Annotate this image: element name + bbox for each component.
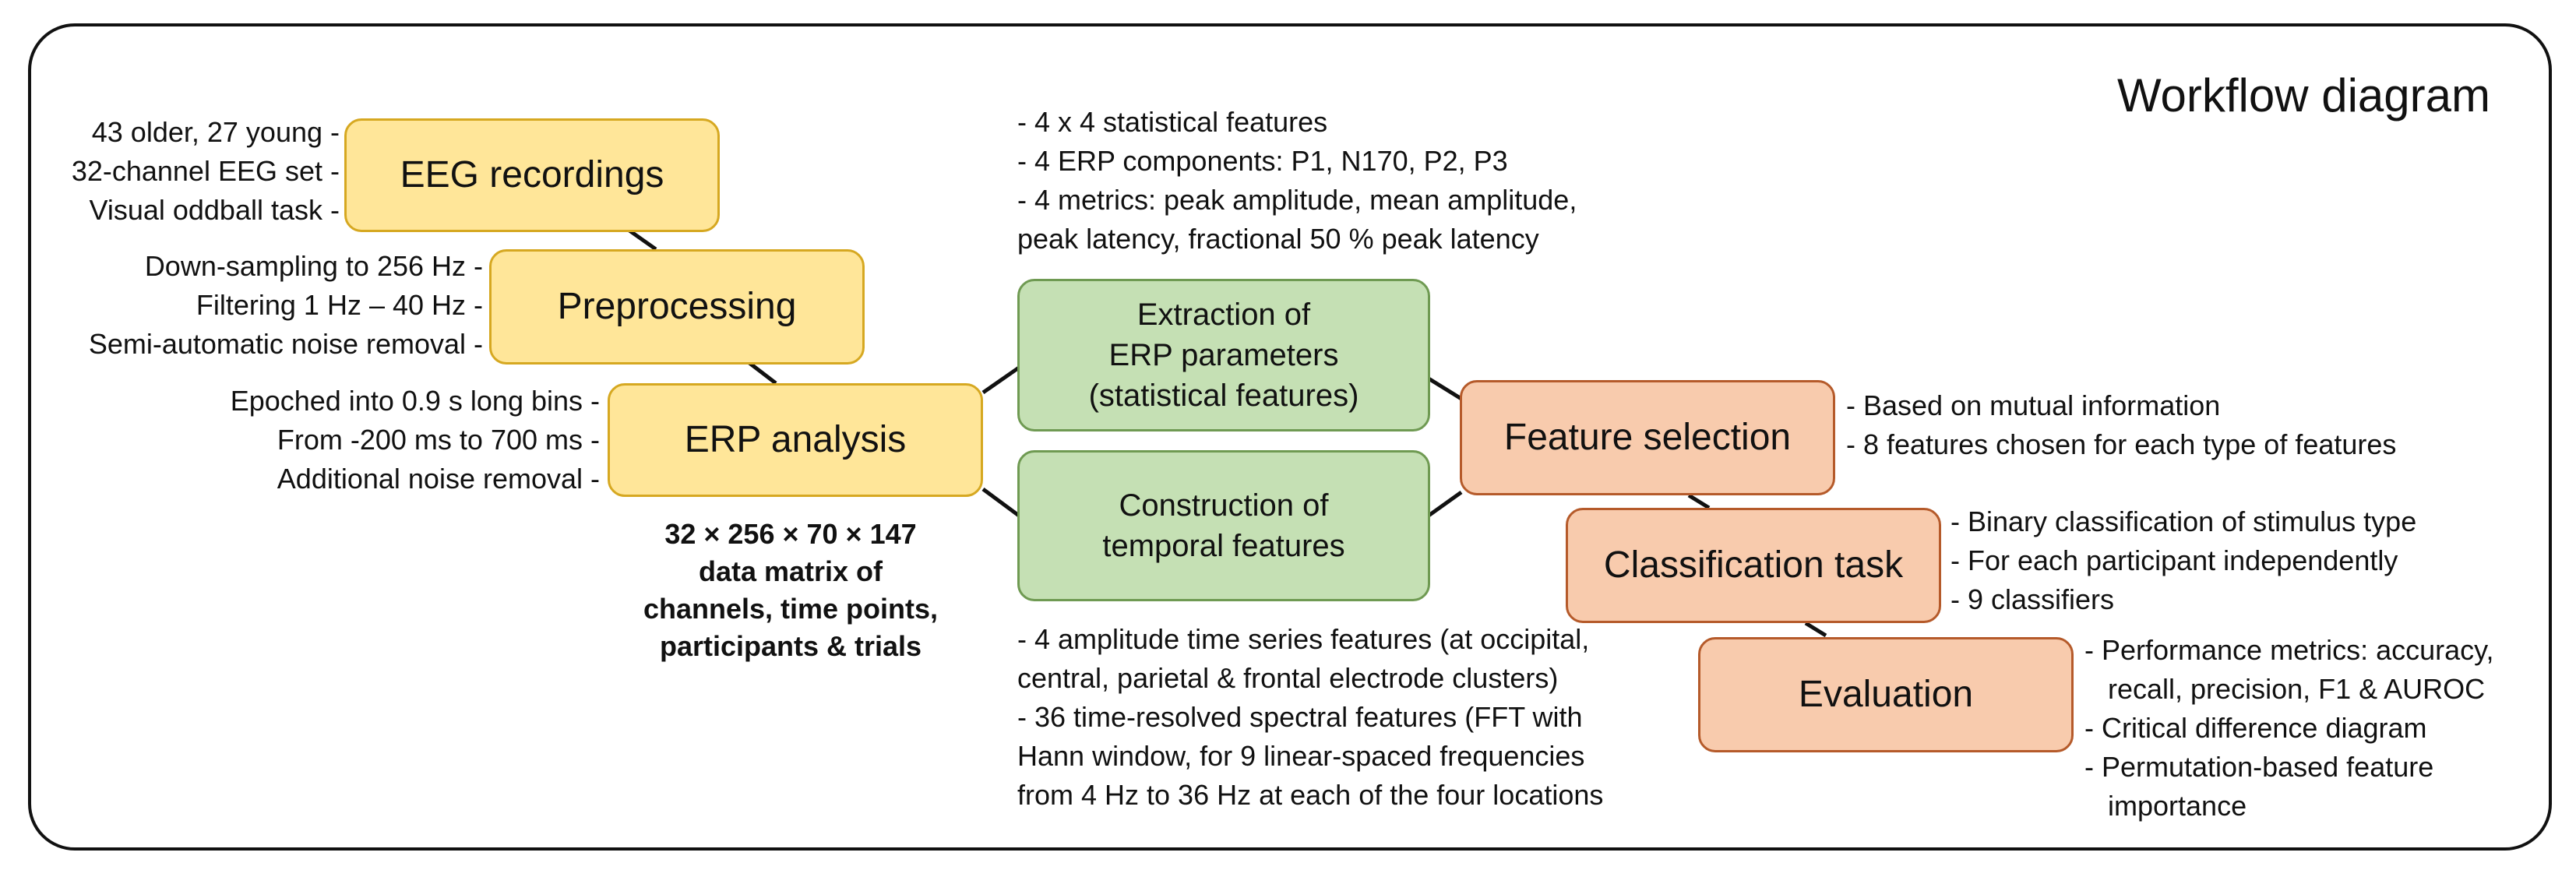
evaluation-notes: - Performance metrics: accuracy, recall,… xyxy=(2084,631,2493,826)
note-line: from 4 Hz to 36 Hz at each of the four l… xyxy=(1017,779,1604,811)
note-line: 43 older, 27 young - xyxy=(91,116,340,148)
construction-label-line: temporal features xyxy=(1102,529,1345,563)
extraction-label-line: (statistical features) xyxy=(1088,379,1359,413)
link-classification-evaluation xyxy=(1804,621,1827,638)
note-line: Hann window, for 9 linear-spaced frequen… xyxy=(1017,740,1585,772)
note-line: - 4 ERP components: P1, N170, P2, P3 xyxy=(1017,145,1508,177)
note-line: - 4 metrics: peak amplitude, mean amplit… xyxy=(1017,184,1577,216)
note-line: peak latency, fractional 50 % peak laten… xyxy=(1017,223,1539,255)
feature-selection-node: Feature selection xyxy=(1460,380,1835,495)
note-line: - 4 x 4 statistical features xyxy=(1017,106,1328,138)
link-selection-classification xyxy=(1687,493,1711,510)
note-line: Semi-automatic noise removal - xyxy=(88,328,483,360)
data-matrix-description: 32 × 256 × 70 × 147 data matrix of channel… xyxy=(608,516,974,665)
note-line: - Performance metrics: accuracy, xyxy=(2084,634,2494,666)
eeg-recordings-node: EEG recordings xyxy=(344,118,720,232)
eeg-recordings-label: EEG recordings xyxy=(400,153,664,195)
evaluation-label: Evaluation xyxy=(1798,673,1974,715)
matrix-line: participants & trials xyxy=(659,630,922,662)
link-eeg-preprocessing xyxy=(628,228,657,252)
note-line: - Based on mutual information xyxy=(1846,389,2221,421)
preprocessing-notes: Down-sampling to 256 Hz - Filtering 1 Hz … xyxy=(89,247,483,364)
construction-label-line: Construction of xyxy=(1119,488,1329,523)
extraction-label-line: ERP parameters xyxy=(1108,338,1339,372)
evaluation-node: Evaluation xyxy=(1698,637,2074,752)
note-line: - Critical difference diagram xyxy=(2084,712,2427,744)
extraction-node: Extraction of ERP parameters (statistica… xyxy=(1017,279,1430,431)
note-line: - 4 amplitude time series features (at o… xyxy=(1017,623,1590,655)
classification-notes: - Binary classification of stimulus type… xyxy=(1951,502,2416,619)
matrix-line: data matrix of xyxy=(698,555,883,587)
feature-selection-notes: - Based on mutual information - 8 feature… xyxy=(1846,386,2396,464)
note-line: - For each participant independently xyxy=(1951,544,2398,576)
note-line: 32-channel EEG set - xyxy=(71,155,340,187)
extraction-label-line: Extraction of xyxy=(1136,298,1311,332)
preprocessing-label: Preprocessing xyxy=(557,285,797,327)
matrix-line: 32 × 256 × 70 × 147 xyxy=(664,518,917,550)
link-construction-selection xyxy=(1427,490,1463,518)
note-line: - 8 features chosen for each type of fea… xyxy=(1846,428,2397,460)
note-line: central, parietal & frontal electrode cl… xyxy=(1017,662,1559,694)
link-preprocessing-erp xyxy=(748,361,777,385)
matrix-line: channels, time points, xyxy=(643,593,939,625)
note-line: Additional noise removal - xyxy=(277,463,600,495)
erp-analysis-node: ERP analysis xyxy=(608,383,983,497)
link-erp-construction xyxy=(981,487,1020,518)
note-line: importance xyxy=(2084,790,2247,822)
note-line: - Permutation-based feature xyxy=(2084,751,2434,783)
link-erp-extraction xyxy=(981,365,1020,395)
extraction-notes: - 4 x 4 statistical features - 4 ERP comp… xyxy=(1017,103,1577,259)
erp-analysis-label: ERP analysis xyxy=(684,418,907,460)
note-line: recall, precision, F1 & AUROC xyxy=(2084,673,2486,705)
construction-notes: - 4 amplitude time series features (at o… xyxy=(1017,620,1603,815)
note-line: - 9 classifiers xyxy=(1951,583,2115,615)
note-line: From -200 ms to 700 ms - xyxy=(277,424,600,456)
classification-node: Classification task xyxy=(1566,508,1941,623)
classification-label: Classification task xyxy=(1603,544,1904,586)
note-line: Epoched into 0.9 s long bins - xyxy=(230,385,600,417)
note-line: - 36 time-resolved spectral features (FF… xyxy=(1017,701,1583,733)
diagram-frame xyxy=(28,23,2552,851)
construction-node: Construction of temporal features xyxy=(1017,450,1430,601)
preprocessing-node: Preprocessing xyxy=(489,249,865,365)
diagram-title: Workflow diagram xyxy=(2116,69,2490,122)
erp-analysis-notes: Epoched into 0.9 s long bins - From -200 … xyxy=(231,382,600,498)
note-line: - Binary classification of stimulus type xyxy=(1951,505,2417,537)
feature-selection-label: Feature selection xyxy=(1503,416,1792,458)
link-extraction-selection xyxy=(1427,376,1463,401)
eeg-recordings-notes: 43 older, 27 young - 32-channel EEG set -… xyxy=(72,113,340,230)
note-line: Filtering 1 Hz – 40 Hz - xyxy=(196,289,483,321)
note-line: Visual oddball task - xyxy=(89,194,340,226)
note-line: Down-sampling to 256 Hz - xyxy=(144,250,483,282)
